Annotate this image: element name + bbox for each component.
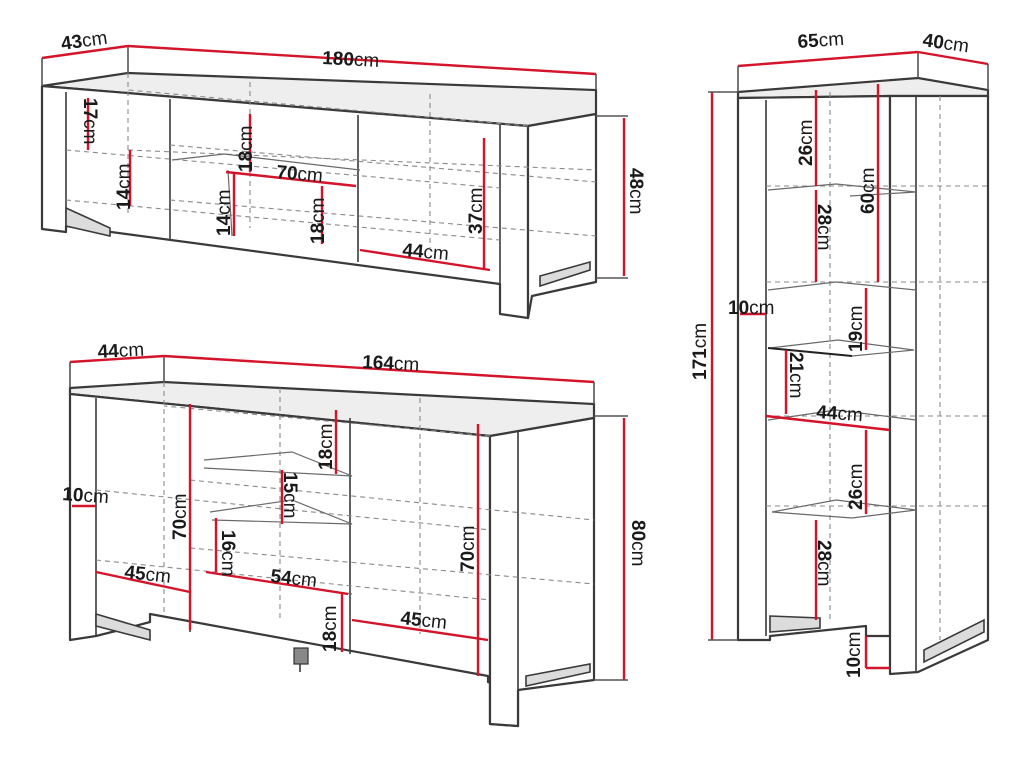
tc-top-section-label: 26cm [796,120,817,166]
tall-cabinet-dimensions [708,50,989,670]
tc-shelf-1-label: 28cm [813,204,834,250]
sb-depth-label: 44cm [97,340,145,363]
sb-left-shelf-label: 10cm [62,484,110,508]
tc-shelf-5-label: 26cm [846,464,867,510]
sb-left-height-label: 70cm [170,494,191,540]
tall-cabinet-labels: 65cm 40cm 171cm 26cm 60cm 28cm 10cm 19cm… [690,29,970,678]
tv-comp-width-label: 44cm [402,240,450,265]
tv-width-label: 180cm [322,48,380,72]
tv-unit-dimensions [41,44,628,279]
tc-inner-width-label: 44cm [816,402,864,426]
tc-plinth-label: 10cm [844,632,865,678]
sb-width-label: 164cm [362,352,420,376]
tv-comp-height-label: 37cm [466,188,487,234]
sb-top-drawer-label: 18cm [316,424,337,470]
tv-unit-side [526,112,598,320]
tv-shelf-a-label: 17cm [79,98,100,144]
tc-shelf-6-label: 28cm [813,540,834,586]
sb-mid-shelf-label: 15cm [279,472,300,518]
tv-drawer-height-label: 18cm [308,198,329,244]
sideboard [68,380,596,728]
tc-shelf-3-label: 19cm [846,306,867,352]
sideboard-labels: 44cm 164cm 80cm 10cm 70cm 45cm 18cm 15cm… [62,340,648,652]
sideboard-front [68,392,520,728]
tc-shelf-4-label: 21cm [785,352,806,398]
tv-unit-labels: 43cm 180cm 48cm 17cm 14cm 18cm 14cm 70cm… [60,28,646,265]
tv-shelf-c-label: 18cm [236,126,257,172]
tv-shelf-d-label: 14cm [214,190,235,236]
tv-drawer-width-label: 70cm [276,162,324,187]
tall-cabinet [736,76,990,676]
sb-inner-width-label: 54cm [269,566,317,592]
tc-shelf-2-label: 10cm [728,298,774,319]
sideboard-dimensions [69,354,628,681]
tv-height-label: 48cm [625,168,646,214]
sb-right-width-label: 45cm [399,608,447,634]
tc-depth-label: 40cm [921,30,970,57]
tc-glass-height-label: 60cm [858,168,879,214]
tv-unit [40,71,598,320]
sb-low-shelf-label: 16cm [217,530,238,576]
sb-right-height-label: 70cm [458,526,479,572]
tv-shelf-b-label: 14cm [114,164,135,210]
sb-left-width-label: 45cm [123,562,171,588]
tc-width-label: 65cm [797,29,845,53]
cabinet-side [888,94,990,676]
sb-height-label: 80cm [627,520,648,566]
tc-height-label: 171cm [690,323,711,380]
sb-bottom-drawer-label: 18cm [320,606,341,652]
tv-depth-label: 43cm [60,28,109,55]
